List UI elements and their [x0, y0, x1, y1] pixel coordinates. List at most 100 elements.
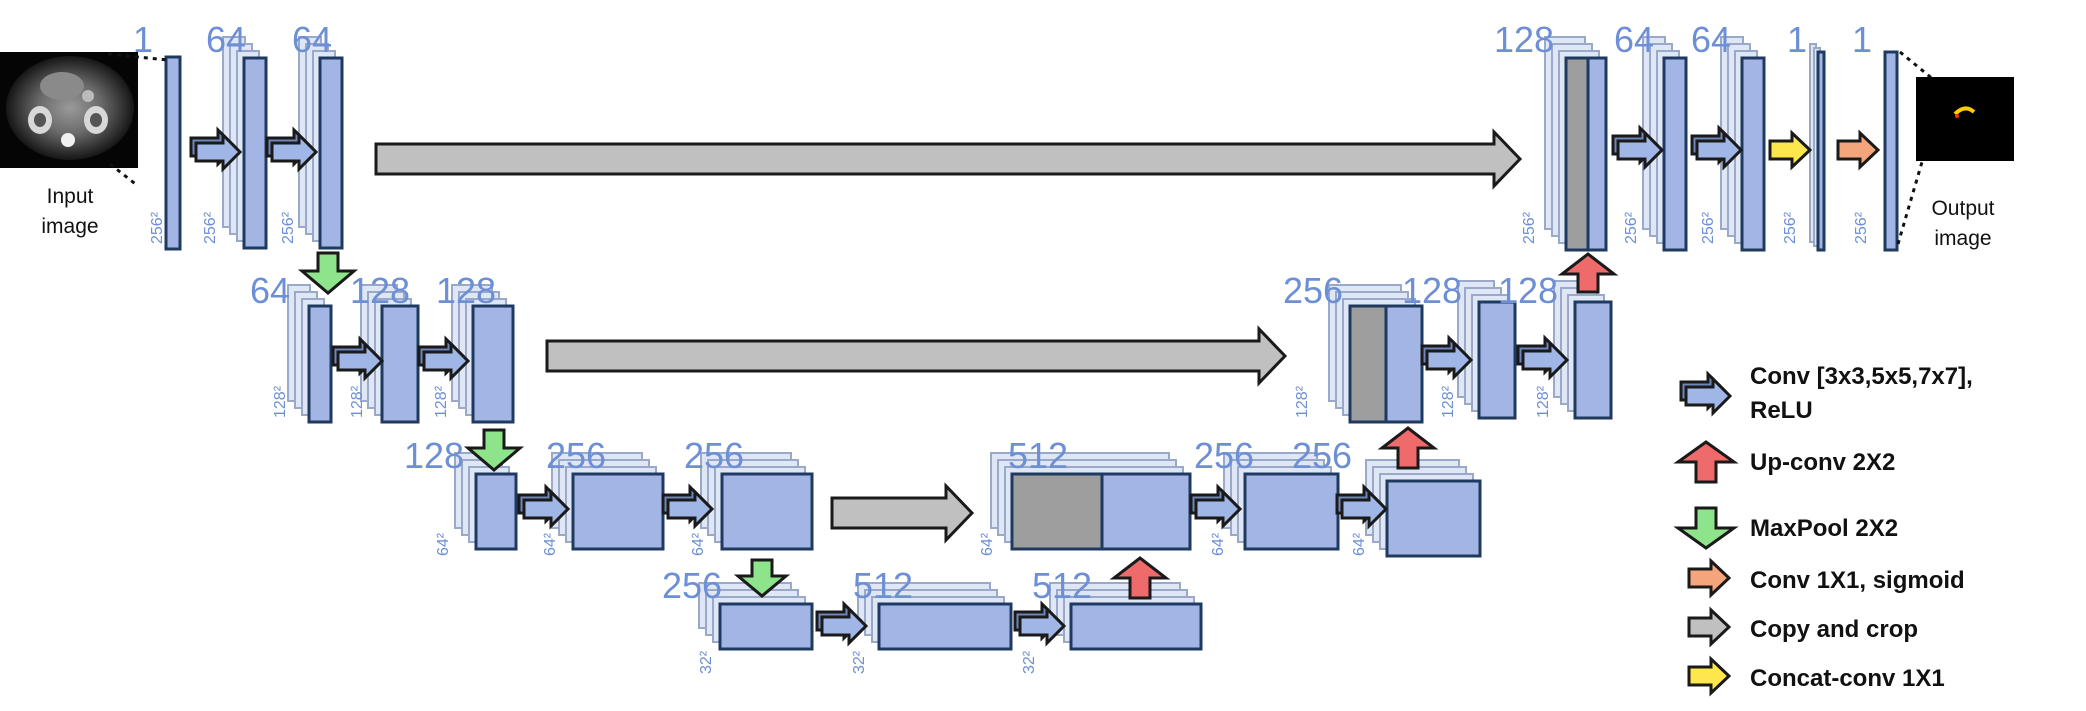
enc1-conv2-block [298, 36, 344, 250]
legend-item: Concat-conv 1X1 [1687, 655, 1945, 697]
dec2-conv2-block-main [1573, 300, 1613, 420]
dec2-conv2-block [1553, 280, 1613, 420]
enc2-conv2-block-main [471, 304, 515, 424]
enc3-size-label: 64² [690, 532, 707, 556]
dec1-conv-arrow-1-front [1616, 129, 1665, 171]
dec1-output-block-main [1883, 50, 1899, 252]
dec1-concat-conv-block-main [1816, 50, 1826, 252]
enc3-channel-label: 256 [684, 435, 744, 476]
dec1-size-label: 256² [1521, 211, 1538, 244]
enc1-conv2-block-main [318, 56, 344, 250]
output-caption-line1: Output [1931, 197, 1994, 220]
legend-item: Up-conv 2X2 [1673, 440, 1895, 484]
enc1-conv-arrow-1-front [194, 131, 243, 173]
enc1-channel-label: 64 [206, 19, 246, 60]
enc1-input-block-main [164, 55, 182, 251]
bottleneck-channel-label: 256 [662, 565, 722, 606]
enc3-conv-arrow-2 [661, 483, 715, 530]
bottleneck-conv-arrow-2 [1013, 600, 1067, 647]
io-connectors [107, 50, 1935, 245]
io-captions: Input image Output image [41, 185, 1994, 250]
dec3-conv2-block-main [1385, 479, 1482, 558]
bottleneck-conv1-block-main [877, 602, 1013, 651]
legend-label: Concat-conv 1X1 [1750, 665, 1945, 692]
legend-label: MaxPool 2X2 [1750, 515, 1898, 542]
dec1-conv-arrow-2-front [1695, 129, 1744, 171]
conv-arrow-icon [1679, 370, 1733, 417]
enc2-pool-block-main [307, 304, 333, 424]
bottleneck-pool-block [698, 582, 814, 651]
dec2-channel-label: 128 [1402, 270, 1462, 311]
dec1-channel-label: 1 [1787, 19, 1807, 60]
dec1-concat-block-main [1586, 56, 1608, 252]
dec1-channel-label: 1 [1852, 19, 1872, 60]
dec2-conv1-block-main [1477, 300, 1517, 420]
input-image [0, 52, 138, 168]
dec1-output-block [1883, 50, 1899, 252]
bottleneck-pool-block-main [718, 602, 814, 651]
dec1-size-label: 256² [1782, 211, 1799, 244]
dec1-channel-label: 128 [1494, 19, 1554, 60]
dec3-conv1-block-main [1243, 472, 1340, 551]
bottleneck-channel-label: 512 [1032, 565, 1092, 606]
legend: Conv [3x3,5x5,7x7], ReLU Up-conv 2X2MaxPoo… [1673, 363, 1973, 697]
maxpool-arrow-1 [297, 251, 359, 295]
enc3-conv-arrow-2-front [666, 488, 715, 530]
enc2-conv-arrow-2-front [422, 340, 471, 382]
feature-map-blocks [164, 36, 1899, 651]
dec3-conv-arrow-2-front [1340, 488, 1389, 530]
dec1-channel-label: 64 [1691, 19, 1731, 60]
input-caption-line2: image [41, 215, 98, 238]
dec3-concat-block-main [1100, 472, 1192, 551]
dec1-conv2-block-main [1740, 56, 1766, 252]
dec3-size-label: 64² [1210, 532, 1227, 556]
dec2-concat-block-cropped-part [1348, 304, 1388, 424]
output-image [1916, 77, 2014, 161]
dec1-concat-block-cropped-part [1564, 56, 1590, 252]
enc2-conv1-block [360, 284, 420, 424]
dec2-concat-block [1328, 284, 1424, 424]
bottleneck-conv-arrow-2-front [1018, 605, 1067, 647]
enc2-conv-arrow-1 [331, 335, 385, 382]
maxpool-arrow-2 [463, 428, 525, 472]
skip-connection-arrow-level3 [830, 482, 975, 544]
enc1-conv1-block-main [242, 56, 268, 250]
dec2-concat-block-main [1384, 304, 1424, 424]
io-images [0, 50, 2014, 245]
enc3-conv-arrow-1 [517, 483, 571, 530]
legend-label: Conv [3x3,5x5,7x7], [1750, 363, 1973, 390]
enc1-conv-arrow-1 [189, 126, 243, 173]
bottleneck-conv-arrow-1 [815, 600, 869, 647]
enc3-conv-arrow-1-front [522, 488, 571, 530]
enc1-input-block [164, 55, 182, 251]
input-caption-line1: Input [47, 185, 94, 208]
dec3-conv-arrow-1 [1189, 483, 1243, 530]
dec3-conv-arrow-2 [1335, 483, 1389, 530]
conv-arrow-icon-front [1684, 375, 1733, 417]
legend-label: Conv 1X1, sigmoid [1750, 567, 1965, 594]
enc2-pool-block [287, 284, 333, 424]
dec1-conv-arrow-2 [1690, 124, 1744, 171]
skip-connection-arrow-level2 [545, 325, 1288, 387]
dec2-conv-arrow-1-front [1425, 339, 1474, 381]
dec2-conv-arrow-2 [1516, 334, 1570, 381]
conv1x1-arrow-icon [1687, 557, 1732, 599]
dec3-concat-block [990, 452, 1192, 551]
dec3-conv1-block [1223, 452, 1340, 551]
enc2-channel-label: 64 [250, 270, 290, 311]
dec2-size-label: 128² [1440, 385, 1457, 418]
dec2-channel-label: 128 [1498, 270, 1558, 311]
operation-arrows [189, 124, 1881, 647]
bottleneck-conv1-block [857, 582, 1013, 651]
bottleneck-conv-arrow-1-front [820, 605, 869, 647]
dec2-conv-arrow-1 [1420, 334, 1474, 381]
enc3-pool-block-main [474, 472, 518, 551]
dec1-conv1-block [1642, 36, 1688, 252]
maxpool-arrow-icon [1673, 506, 1739, 550]
legend-label: ReLU [1750, 397, 1813, 424]
legend-item: Copy and crop [1687, 606, 1918, 648]
enc3-size-label: 64² [542, 532, 559, 556]
dec2-channel-label: 256 [1283, 270, 1343, 311]
bottleneck-size-label: 32² [698, 650, 715, 674]
